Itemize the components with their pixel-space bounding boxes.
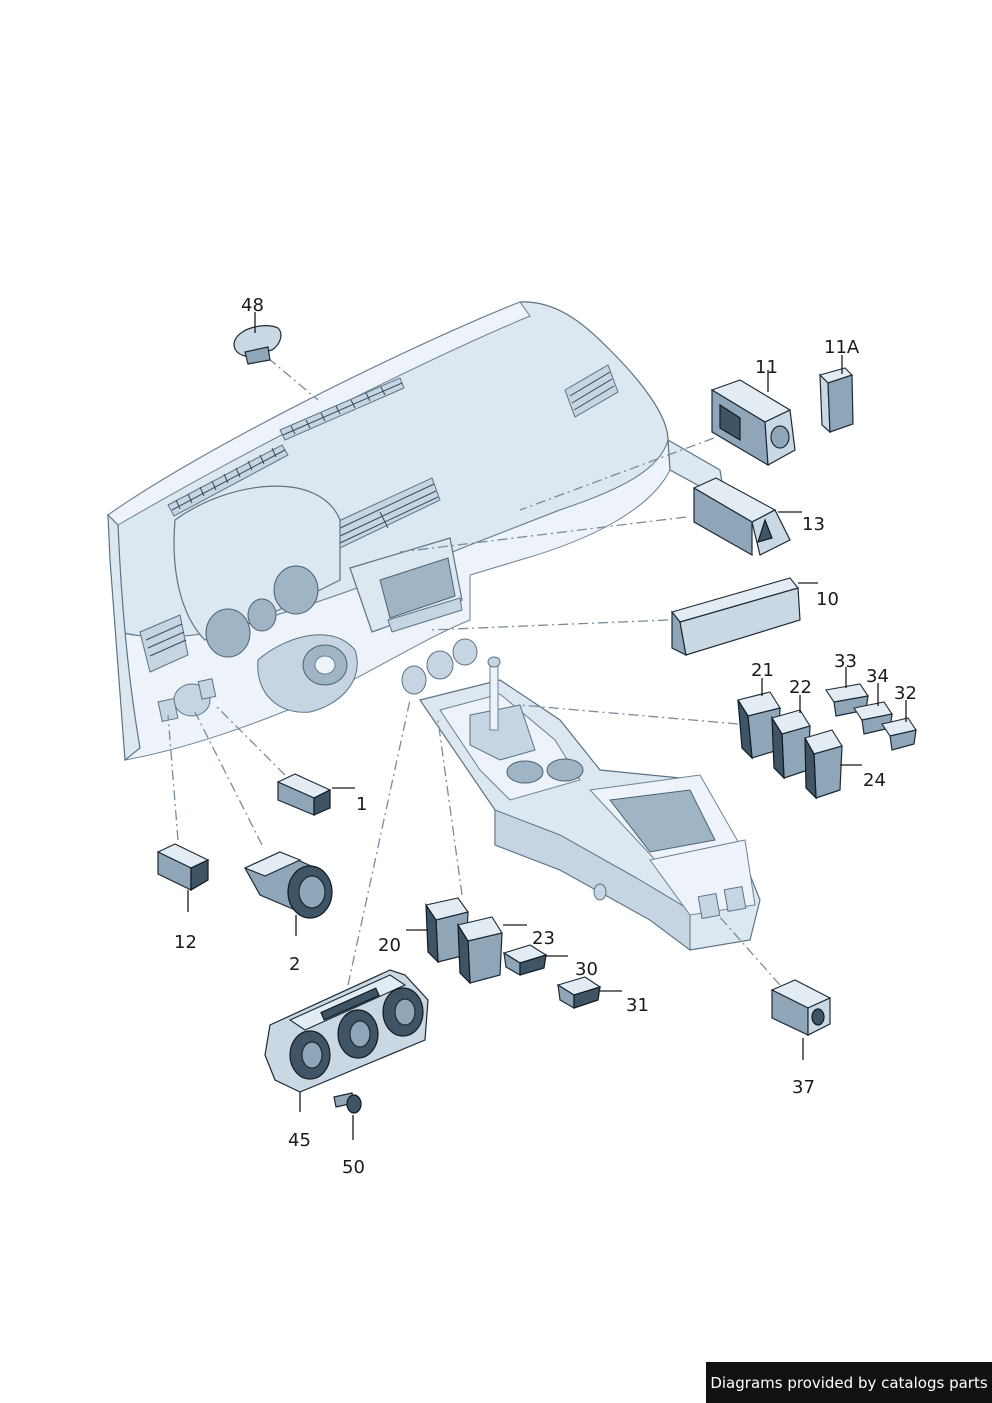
part-45-climate-control[interactable]: [264, 969, 429, 1112]
callout-45: 45: [288, 1130, 311, 1151]
callout-1: 1: [356, 794, 367, 815]
callout-labels: 48 11 11A 13 10 21 22 33 34 32 24 1 12 2…: [174, 295, 917, 1178]
part-13-hazard-switch[interactable]: [692, 477, 802, 557]
part-34-cap[interactable]: [853, 683, 893, 735]
part-20-button[interactable]: [406, 897, 469, 964]
callout-30: 30: [575, 959, 598, 980]
callout-22: 22: [789, 677, 812, 698]
callout-11a: 11A: [824, 337, 860, 358]
defrost-grille: [167, 377, 405, 517]
part-12-switch[interactable]: [156, 843, 210, 912]
callout-12: 12: [174, 932, 197, 953]
part-11a-cap[interactable]: [818, 355, 854, 434]
callout-32: 32: [894, 683, 917, 704]
callout-20: 20: [378, 935, 401, 956]
callout-50: 50: [342, 1157, 365, 1178]
part-32-cap[interactable]: [881, 700, 917, 751]
part-22-button[interactable]: [771, 695, 811, 780]
callout-10: 10: [816, 589, 839, 610]
callout-48: 48: [241, 295, 264, 316]
callout-11: 11: [755, 357, 778, 378]
left-air-vent: [139, 614, 189, 673]
part-48-sensor[interactable]: [233, 312, 282, 365]
part-24-button[interactable]: [804, 729, 862, 800]
callout-13: 13: [802, 514, 825, 535]
part-30-cap[interactable]: [502, 944, 568, 977]
part-31-cap[interactable]: [556, 976, 622, 1010]
callout-2: 2: [289, 954, 300, 975]
callout-21: 21: [751, 660, 774, 681]
part-23-button[interactable]: [457, 916, 527, 985]
footer-credit-text: Diagrams provided by catalogs parts: [710, 1373, 988, 1392]
part-11-switch[interactable]: [710, 370, 796, 467]
footer-credit-badge: Diagrams provided by catalogs parts: [706, 1362, 992, 1403]
callout-23: 23: [532, 928, 555, 949]
dashboard-illustration: [107, 301, 726, 762]
callout-34: 34: [866, 666, 889, 687]
part-2-rotary-switch[interactable]: [243, 851, 333, 936]
callout-37: 37: [792, 1077, 815, 1098]
callout-33: 33: [834, 651, 857, 672]
part-37-switch[interactable]: [770, 979, 832, 1060]
assembly-leader-lines: [167, 357, 781, 986]
part-1-switch[interactable]: [276, 773, 355, 816]
callout-24: 24: [863, 770, 886, 791]
part-10-switch-strip[interactable]: [671, 577, 818, 657]
center-console-illustration: [419, 656, 761, 951]
callout-31: 31: [626, 995, 649, 1016]
part-50-screw[interactable]: [333, 1092, 362, 1140]
